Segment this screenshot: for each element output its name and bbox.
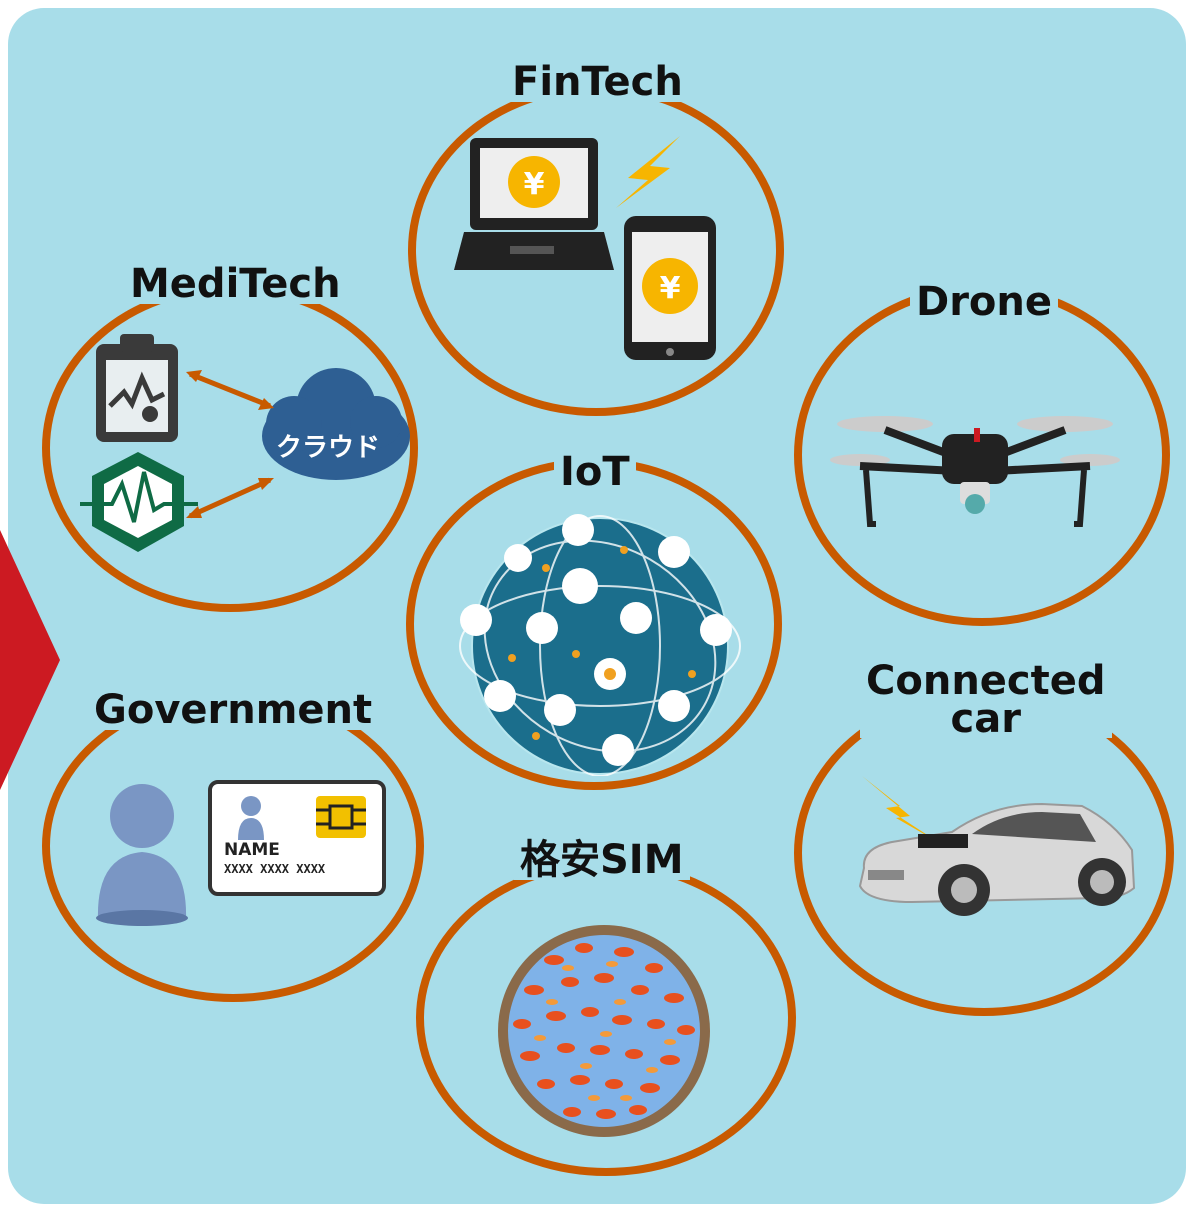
yen-coin-icon: ¥	[508, 156, 560, 208]
lightning-icon	[616, 136, 680, 208]
arrow-clipboard-cloud	[189, 371, 271, 409]
smartphone-icon: ¥	[624, 216, 716, 360]
fintech-illustration: ¥ ¥	[454, 136, 716, 360]
connected-car-label: Connected car	[860, 658, 1112, 742]
id-card-icon: NAME XXXX XXXX XXXX	[208, 780, 386, 896]
cloud-icon	[262, 368, 410, 480]
globe-network-icon	[459, 514, 741, 776]
connected-car-label-line2: car	[950, 696, 1021, 742]
connected-car-label-line1: Connected	[866, 658, 1106, 704]
sim-label: 格安SIM	[514, 840, 690, 880]
drone-label: Drone	[910, 282, 1059, 322]
card-number-text: XXXX XXXX XXXX	[224, 862, 326, 876]
fintech-label: FinTech	[506, 62, 689, 102]
drone-icon	[830, 416, 1120, 527]
government-label: Government	[88, 690, 379, 730]
user-icon	[96, 784, 188, 926]
car-icon	[858, 776, 1136, 916]
arrow-heartbeat-cloud	[188, 477, 272, 519]
card-name-text: NAME	[224, 840, 280, 860]
cloud-label: クラウド	[276, 433, 381, 463]
meditech-label: MediTech	[124, 264, 347, 304]
iot-label: IoT	[554, 452, 636, 492]
lightning-icon	[862, 776, 938, 842]
svg-text:¥: ¥	[524, 167, 545, 202]
svg-text:¥: ¥	[660, 271, 681, 306]
red-arrow-shape	[0, 530, 60, 790]
goldfish-bowl-icon	[498, 925, 710, 1137]
meditech-illustration	[80, 334, 410, 552]
clipboard-icon	[96, 334, 178, 442]
heartbeat-icon	[80, 452, 198, 552]
